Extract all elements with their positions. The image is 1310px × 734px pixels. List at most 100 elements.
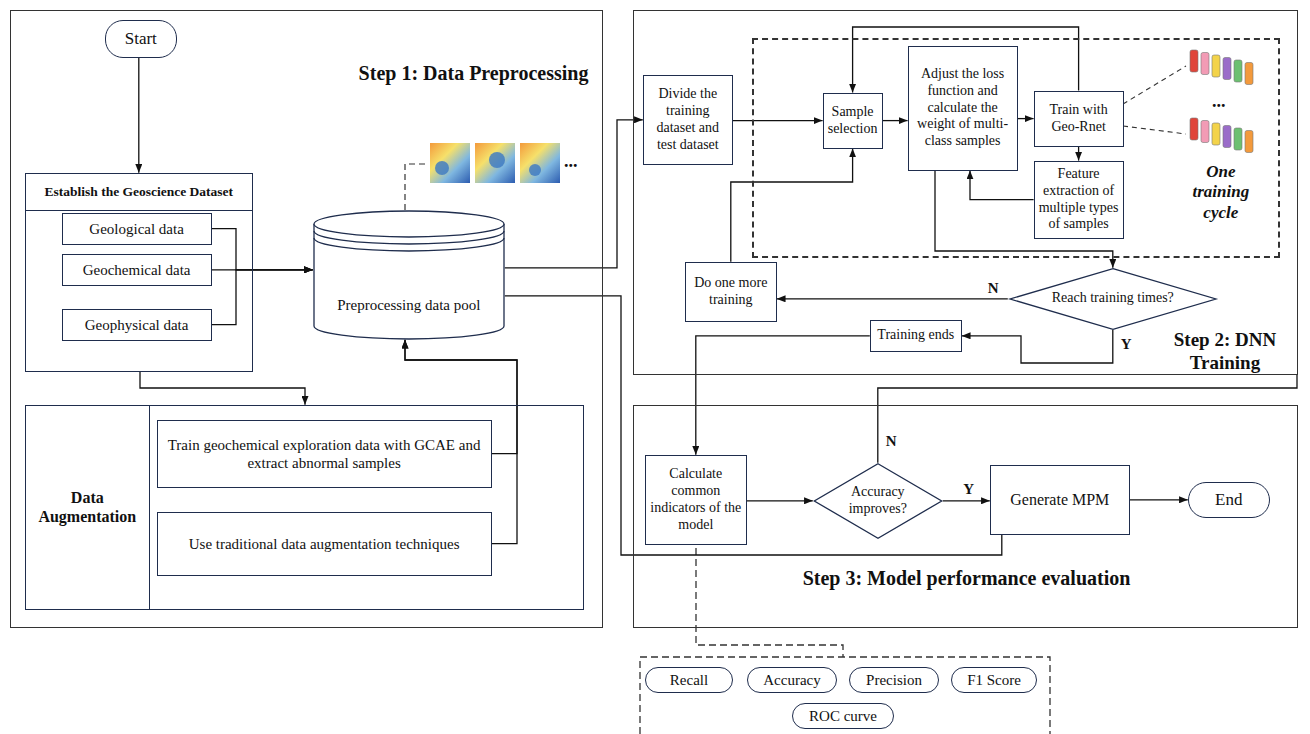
map-thumbnail [520,143,560,183]
node-text: Precision [866,671,922,689]
connector [1018,118,1034,119]
process-box: Sample selection [823,93,883,149]
cylinder-outline [313,210,505,340]
node-text: Geochemical data [83,261,191,279]
process-box: Use traditional data augmentation techni… [157,512,492,576]
node-text: Geophysical data [85,316,189,334]
indicator-group-outline [640,657,1050,734]
connector [731,149,853,262]
terminal-pill: End [1188,482,1270,518]
step-panel: Step 3: Model performance evaluation Calc… [633,405,1298,628]
node-text: Preprocessing data pool [337,296,480,314]
network-layer-icon [1245,131,1253,153]
process-box: Divide the training dataset and test dat… [643,75,733,165]
node-text: End [1215,490,1242,510]
node-text: Accuracy [763,671,820,689]
node-text: Train geochemical exploration data with … [161,436,488,472]
map-thumbnail [475,143,515,183]
cylinder-ring [314,238,504,251]
node-text: Calculate common indicators of the model [649,466,743,533]
connector [138,58,139,173]
node-text: Geological data [89,220,184,238]
process-box: Generate MPM [990,465,1130,535]
terminal-pill: Accuracy [747,667,837,693]
process-box: Calculate common indicators of the model [645,455,747,545]
decision-diamond: Reach training times? [1008,268,1218,330]
node-text: Adjust the loss function and calculate t… [912,66,1014,150]
process-box: Train geochemical exploration data with … [157,420,492,488]
node-text: One training cycle [1182,162,1260,223]
step-panel: Step 1: Data PreprocessingStartEstablish… [10,10,603,628]
terminal-pill: Precision [849,667,939,693]
terminal-pill: F1 Score [951,667,1037,693]
node-text: Use traditional data augmentation techni… [189,535,460,553]
cylinder-ring [314,231,504,244]
node-text: Start [125,29,157,49]
process-box: Feature extraction of multiple types of … [1034,161,1124,239]
decision-diamond: Accuracy improves? [813,463,943,539]
connector [733,120,823,121]
map-blob [489,152,505,168]
map-thumbnails [430,143,560,183]
training-cycle-group: One training cycle Sample selection Adjust… [752,38,1280,258]
ellipsis-label: ... [1212,92,1226,110]
connector [1130,499,1188,500]
terminal-pill: Recall [645,667,733,693]
diamond-outline-shape [814,464,941,538]
node-text: F1 Score [967,671,1021,689]
connector [1078,147,1079,161]
node-text: Do one more training [689,275,773,309]
connector [140,372,305,405]
node-text: Step 2: DNN Training [1156,329,1294,375]
dashed-leader [1123,126,1186,134]
dashed-leader [405,164,428,210]
network-layer-icon [1223,126,1231,148]
network-layer-icon [1223,58,1231,80]
dataset-header: Establish the Geoscience Dataset [26,174,252,211]
network-layer-icon [1212,55,1220,77]
node-text: Accuracy improves? [841,484,915,518]
network-layer-icon [1234,128,1242,150]
edge-label: N [986,280,1001,297]
process-box: Geochemical data [62,254,212,286]
process-box: Training ends [870,320,962,352]
terminal-pill: Start [105,20,177,58]
connector [505,120,643,268]
connector [505,296,1002,555]
node-text: Training ends [877,327,954,344]
map-blob [529,164,541,176]
node-text: Establish the Geoscience Dataset [44,184,233,200]
connector [883,120,908,121]
dataset-group: Establish the Geoscience DatasetGeologic… [25,173,253,372]
node-text: ROC curve [809,707,877,725]
process-box: Geological data [62,213,212,245]
node-text: Step 3: Model performance evaluation [784,566,1149,590]
network-layer-icon [1190,118,1198,140]
connector [747,500,813,501]
connector [777,298,1008,299]
node-text: Reach training times? [1052,290,1174,307]
terminal-pill: ROC curve [792,703,894,729]
augmentation-header: Data Augmentation [26,406,150,609]
node-text: Sample selection [827,104,879,138]
connector [943,500,990,501]
augmentation-group: Data Augmentation Train geochemical explo… [25,405,584,610]
node-text: Feature extraction of multiple types of … [1038,166,1120,233]
connector [212,229,313,270]
dashed-leader [1123,66,1186,104]
node-text: Generate MPM [1010,490,1109,509]
network-icons [1190,50,1253,153]
network-layer-icon [1201,53,1209,75]
process-box: Adjust the loss function and calculate t… [908,46,1018,171]
network-layer-icon [1201,121,1209,143]
network-layer-icon [1212,123,1220,145]
edge-label: Y [961,481,976,498]
map-thumbnail [430,143,470,183]
node-text: Divide the training dataset and test dat… [647,86,729,153]
data-pool-cylinder: Preprocessing data pool [313,210,505,340]
process-box: Train with Geo-Rnet [1034,91,1124,147]
network-layer-icon [1245,63,1253,85]
edge-label: Y [1119,336,1134,353]
connector [962,330,1113,363]
